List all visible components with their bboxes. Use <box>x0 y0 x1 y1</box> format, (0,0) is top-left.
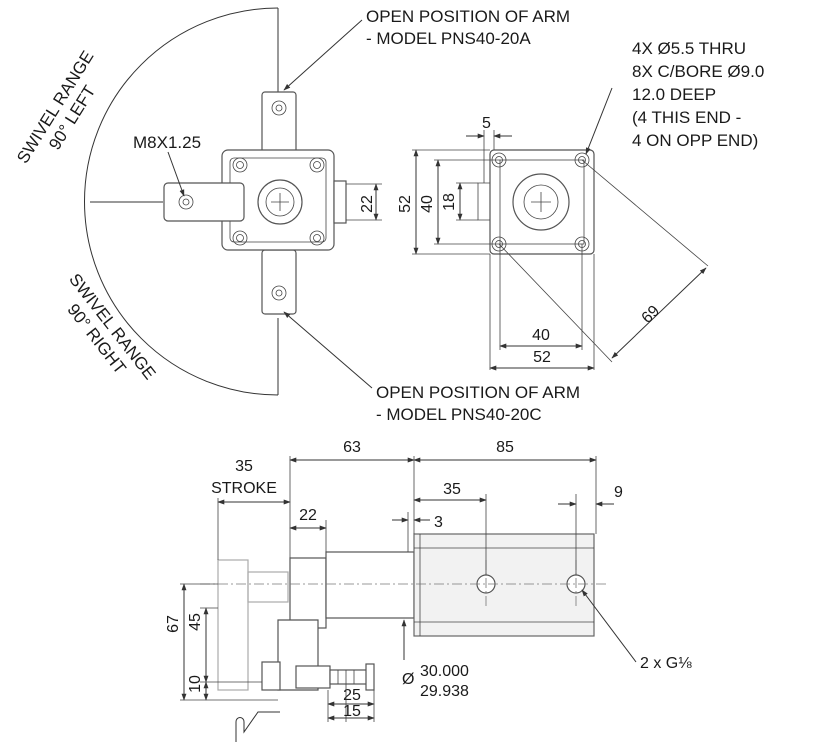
dim-22-plan: 22 <box>359 195 376 213</box>
tolerance-diameter-symbol: Ø <box>402 671 414 688</box>
swivel-range-arc <box>84 7 279 396</box>
side-view: 63 85 35 STROKE 22 35 9 3 67 <box>165 439 692 742</box>
port-label: 2 x G⅛ <box>640 655 692 672</box>
hole-note-line5: 4 ON OPP END) <box>632 131 758 150</box>
dim-85: 85 <box>496 439 514 456</box>
tolerance-lower: 29.938 <box>420 683 469 700</box>
hole-note-line1: 4X Ø5.5 THRU <box>632 39 746 58</box>
clamp-arm-side <box>289 557 327 629</box>
dim-45: 45 <box>187 613 204 631</box>
hole-note-line4: (4 THIS END - <box>632 108 741 127</box>
tolerance-upper: 30.000 <box>420 663 469 680</box>
dim-69: 69 <box>639 302 664 327</box>
arm-ghost-outline <box>217 559 249 691</box>
end-view: 5 52 40 18 40 52 69 4X Ø5.5 THRU 8X <box>397 39 764 371</box>
dim-52-vertical: 52 <box>397 195 414 213</box>
dim-18: 18 <box>441 193 458 211</box>
mounting-hole-tr <box>574 152 590 168</box>
dim-5: 5 <box>482 115 491 132</box>
dim-40-vertical: 40 <box>419 195 436 213</box>
thread-label: M8X1.25 <box>133 133 201 152</box>
dim-22-side: 22 <box>299 507 317 524</box>
lower-arm <box>261 249 297 315</box>
dim-10: 10 <box>187 675 204 693</box>
hole-note-line2: 8X C/BORE Ø9.0 <box>632 62 764 81</box>
clamp-arm-left <box>163 182 245 222</box>
dim-52-horizontal: 52 <box>533 349 551 366</box>
dim-15: 15 <box>343 703 361 720</box>
dim-25: 25 <box>343 687 361 704</box>
stroke-label: STROKE <box>211 480 277 497</box>
dim-35-stroke: 35 <box>235 458 253 475</box>
open-position-a-title: OPEN POSITION OF ARM <box>366 7 570 26</box>
dim-40-horizontal: 40 <box>532 327 550 344</box>
dim-9: 9 <box>614 484 623 501</box>
dim-67: 67 <box>165 615 182 633</box>
dim-35: 35 <box>443 481 461 498</box>
piston-rod <box>325 551 415 619</box>
dim-63: 63 <box>343 439 361 456</box>
open-position-c-title: OPEN POSITION OF ARM <box>376 383 580 402</box>
dim-3: 3 <box>434 514 443 531</box>
hole-note-line3: 12.0 DEEP <box>632 85 716 104</box>
cylinder-body <box>413 533 595 637</box>
open-position-a-model: - MODEL PNS40-20A <box>366 29 531 48</box>
thread-hole <box>178 194 194 210</box>
open-position-c-model: - MODEL PNS40-20C <box>376 405 542 424</box>
